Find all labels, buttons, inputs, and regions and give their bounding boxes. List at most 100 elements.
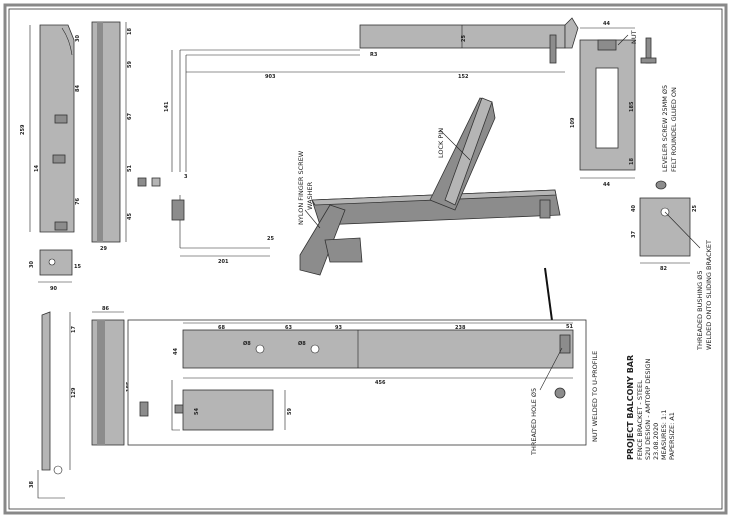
dim-bushing-base: 82 — [660, 266, 667, 272]
dim-bracket-h: 109 — [570, 117, 576, 128]
title-block: PROJECT BALCONY BAR FENCE BRACKET - STEE… — [626, 355, 676, 460]
bushing-label-1: THREADED BUSHING Ø5 — [696, 271, 704, 351]
left-strip-view: 17 129 38 — [29, 311, 77, 499]
nut-label: NUT — [630, 30, 638, 44]
long-rail-hole-2 — [310, 344, 320, 354]
vertical-strip-shape — [91, 21, 121, 243]
left-strip-hole — [53, 465, 63, 475]
left-strip-foot — [37, 470, 65, 499]
dim-bracket-bottom: 18 — [629, 158, 635, 165]
lock-pin-leader — [439, 129, 471, 161]
dim-strip-b: 67 — [127, 113, 133, 120]
end-block-shape — [91, 319, 125, 446]
bushing-view: 82 37 40 25 — [631, 180, 701, 272]
foot-piece-view: 90 30 15 — [29, 249, 81, 292]
dim-bushing-side: 25 — [692, 205, 698, 212]
small-base-clamp — [171, 199, 185, 221]
dim-left-profile-height: 141 — [164, 101, 170, 112]
dim-strip-width: 29 — [100, 246, 107, 252]
dim-bracket-inner: 185 — [629, 101, 635, 112]
small-base-view: 201 25 — [171, 195, 274, 265]
dim-side-profile-mid: 84 — [75, 85, 81, 92]
bracket-view: 44 109 185 18 44 — [570, 21, 657, 188]
dim-small-base: 201 — [218, 259, 229, 265]
slider-view: 59 54 — [139, 380, 293, 431]
dim-side-profile-low: 76 — [75, 198, 81, 205]
side-profile-curve — [61, 27, 73, 56]
slider-bracket — [171, 380, 180, 431]
leveler-screw-side — [549, 34, 557, 64]
end-block-view: 86 185 — [91, 306, 134, 446]
bracket-slot — [595, 67, 619, 149]
assembly-end-screw — [539, 199, 551, 219]
dim-side-profile-top: 30 — [75, 35, 81, 42]
dim-bracket-foot: 44 — [603, 182, 610, 188]
long-rail-view: 68 63 93 238 456 44 51 Ø8 Ø8 — [127, 319, 587, 446]
dim-long-rail-a: 68 — [218, 325, 225, 331]
foot-piece-shape — [39, 249, 73, 276]
sheet-inner-frame — [8, 8, 723, 510]
dim-left-strip-len: 129 — [71, 387, 77, 398]
dim-strip-top: 18 — [127, 28, 133, 35]
dim-top-bar-angle: R3 — [370, 52, 378, 58]
dim-long-rail-h: 44 — [173, 348, 179, 355]
dim-foot-h: 30 — [29, 261, 35, 268]
assembly-3d-view — [299, 97, 561, 276]
side-profile-view: 259 30 84 76 14 — [20, 24, 81, 233]
title-design: S2U DESIGN - AMTORP DESIGN — [644, 359, 652, 460]
title-project: PROJECT BALCONY BAR — [626, 355, 635, 460]
bushing-block — [639, 197, 691, 257]
dim-hole-a: Ø8 — [243, 340, 251, 347]
title-papersize: PAPERSIZE: A1 — [668, 412, 676, 460]
small-spacer-1 — [137, 177, 147, 187]
dim-side-profile-seg: 14 — [34, 165, 40, 172]
leveler-label-1: LEVELER SCREW 25MM Ø5 — [661, 85, 669, 172]
assembly-upright-face — [444, 97, 493, 206]
dim-foot-w: 90 — [50, 286, 57, 292]
leveler-felt — [640, 57, 657, 64]
left-strip-shape — [41, 311, 51, 471]
dim-left-strip-foot: 38 — [29, 481, 35, 488]
pointer-line — [544, 267, 554, 329]
threaded-hole-leader — [539, 347, 563, 391]
bracket-nut — [597, 39, 617, 51]
dim-end-block-w: 86 — [102, 306, 109, 312]
side-profile-slot-1 — [54, 114, 68, 124]
dim-bushing-w: 40 — [631, 205, 637, 212]
long-rail-nut — [559, 334, 571, 354]
dim-strip-a: 59 — [127, 61, 133, 68]
dim-small-base-h: 25 — [267, 236, 274, 242]
threaded-hole-marker — [554, 387, 566, 399]
dim-top-bar-height: 25 — [461, 35, 467, 42]
dim-top-bar-left: 903 — [265, 74, 276, 80]
title-date: 23.08.2020 — [652, 423, 660, 460]
long-rail-hole-1 — [255, 344, 265, 354]
dim-slider-h: 54 — [194, 408, 200, 415]
leveler-label-2: FELT ROUNDEL GLUED ON — [670, 87, 678, 172]
threaded-hole-label: THREADED HOLE Ø5 — [530, 388, 538, 456]
vertical-strip-view: 18 59 67 51 45 29 — [91, 21, 133, 252]
dim-left-strip-top: 17 — [71, 326, 77, 333]
top-bar-view: 903 152 25 R3 141 3 — [164, 17, 579, 180]
nut-welded-label: NUT WELDED TO U-PROFILE — [591, 351, 599, 442]
dim-slider-w: 59 — [287, 408, 293, 415]
foot-piece-hole — [48, 258, 56, 266]
dim-bracket-w: 44 — [603, 21, 610, 27]
assembly-foot-plate — [324, 237, 363, 263]
slider-knob — [139, 401, 149, 417]
nylon-screw-label-1: NYLON FINGER SCREW — [297, 150, 305, 225]
dim-bushing-h: 37 — [631, 231, 637, 238]
dim-top-bar-right: 152 — [458, 74, 469, 80]
nylon-screw-leader — [304, 209, 321, 229]
dim-foot-s: 15 — [74, 264, 81, 270]
lock-pin-label: LOCK PIN — [437, 128, 445, 158]
title-subtitle: FENCE BRACKET - STEEL — [636, 380, 644, 460]
end-block-inner — [97, 320, 105, 445]
dim-long-rail-d: 238 — [455, 325, 466, 331]
side-profile-slot-2 — [52, 154, 66, 164]
side-profile-slot-3 — [54, 221, 68, 231]
top-bar-end — [564, 17, 579, 49]
dim-long-rail-b: 63 — [285, 325, 292, 331]
dim-long-rail-end: 51 — [566, 324, 573, 330]
